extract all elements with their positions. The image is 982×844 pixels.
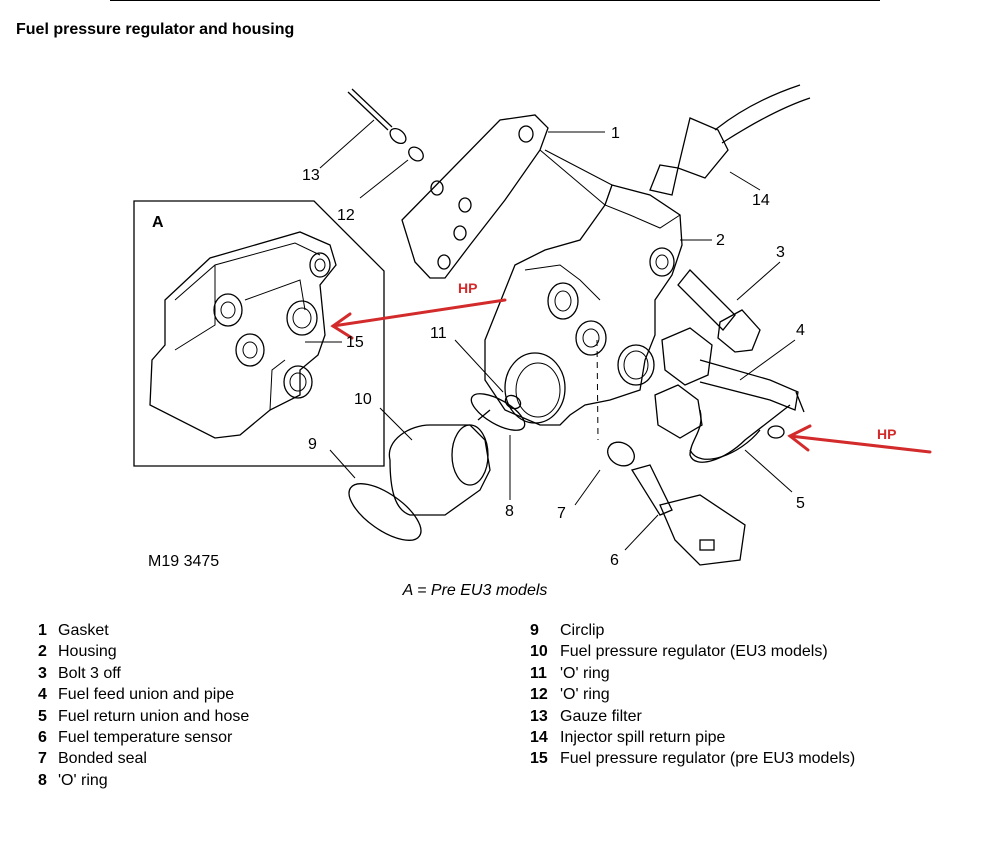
legend-item: 15 Fuel pressure regulator (pre EU3 model…: [530, 748, 855, 769]
legend-left: 1 Gasket 2 Housing 3 Bolt 3 off 4 Fuel feed …: [38, 620, 249, 791]
inset-a: [133, 200, 385, 467]
legend-item: 11 'O' ring: [530, 663, 855, 684]
legend-label: Bonded seal: [58, 750, 147, 768]
legend-label: Injector spill return pipe: [560, 729, 726, 747]
gauze-filter-part: [347, 88, 424, 162]
legend-num: 6: [38, 729, 47, 747]
callout-10: 10: [354, 391, 372, 408]
legend-item: 9 Circlip: [530, 620, 855, 641]
callout-14: 14: [752, 192, 770, 209]
legend-right: 9 Circlip 10 Fuel pressure regulator (EU3 …: [530, 620, 855, 770]
figure-ref-code: M19 3475: [148, 553, 219, 570]
legend-num: 15: [530, 750, 548, 768]
legend-num: 12: [530, 686, 548, 704]
legend-item: 10 Fuel pressure regulator (EU3 models): [530, 641, 855, 662]
callout-4: 4: [796, 322, 805, 339]
callout-9: 9: [308, 436, 317, 453]
figure-caption: A = Pre EU3 models: [402, 582, 548, 599]
legend-item: 6 Fuel temperature sensor: [38, 727, 249, 748]
spill-pipe-part: [649, 84, 811, 196]
callout-12: 12: [337, 207, 355, 224]
legend-num: 13: [530, 707, 548, 725]
legend-item: 1 Gasket: [38, 620, 249, 641]
gasket-part: [401, 114, 549, 279]
legend-num: 2: [38, 643, 47, 661]
legend-item: 14 Injector spill return pipe: [530, 727, 855, 748]
legend-label: 'O' ring: [560, 686, 610, 704]
callout-8: 8: [505, 503, 514, 520]
hp-label-left: HP: [458, 280, 477, 296]
inset-label: A: [152, 214, 164, 231]
callout-6: 6: [610, 552, 619, 569]
legend-label: Gasket: [58, 622, 109, 639]
callout-2: 2: [716, 232, 725, 249]
housing-part: [484, 184, 683, 426]
leader-lines: [319, 119, 796, 551]
hp-label-right: HP: [877, 426, 896, 442]
legend-num: 10: [530, 643, 548, 661]
legend-label: 'O' ring: [58, 771, 108, 789]
top-rule: [110, 0, 880, 1]
legend-item: 13 Gauze filter: [530, 706, 855, 727]
legend-num: 5: [38, 707, 47, 725]
callout-13: 13: [302, 167, 320, 184]
legend-item: 12 'O' ring: [530, 684, 855, 705]
callout-11: 11: [430, 325, 447, 342]
legend-num: 9: [530, 622, 539, 639]
legend-num: 7: [38, 750, 47, 768]
legend-label: Bolt 3 off: [58, 664, 121, 682]
legend-num: 4: [38, 686, 47, 704]
legend-num: 11: [530, 664, 547, 682]
legend-item: 4 Fuel feed union and pipe: [38, 684, 249, 705]
legend-label: Circlip: [560, 622, 605, 639]
legend-num: 8: [38, 771, 47, 789]
feed-union-part: [661, 327, 805, 413]
legend-label: Fuel pressure regulator (EU3 models): [560, 643, 828, 661]
page-title: Fuel pressure regulator and housing: [16, 21, 295, 38]
legend-label: Gauze filter: [560, 707, 642, 725]
legend-label: Fuel temperature sensor: [58, 729, 233, 747]
legend-label: 'O' ring: [560, 664, 610, 682]
legend-label: Fuel feed union and pipe: [58, 686, 235, 704]
regulator-part: [348, 393, 526, 541]
legend-item: 8 'O' ring: [38, 770, 249, 791]
legend-label: Fuel return union and hose: [58, 707, 250, 725]
legend-item: 3 Bolt 3 off: [38, 663, 249, 684]
legend-item: 7 Bonded seal: [38, 748, 249, 769]
return-union-part: [654, 384, 791, 463]
legend-item: 2 Housing: [38, 641, 249, 662]
legend-item: 5 Fuel return union and hose: [38, 706, 249, 727]
legend-num: 1: [38, 622, 47, 639]
legend-num: 14: [530, 729, 548, 747]
callout-7: 7: [557, 505, 566, 522]
temp-sensor-part: [607, 441, 746, 566]
legend-label: Fuel pressure regulator (pre EU3 models): [560, 750, 856, 768]
legend-num: 3: [38, 664, 47, 682]
exploded-diagram: 1 2 3 4 5 6 7 8 9 10 11 12 13 14 15 A M1…: [133, 84, 932, 570]
hp-arrows: [330, 298, 932, 454]
bolt-part: [677, 269, 761, 353]
callout-1: 1: [611, 125, 620, 142]
callouts: 1 2 3 4 5 6 7 8 9 10 11 12 13 14 15 A M1…: [148, 125, 896, 570]
legend-label: Housing: [58, 643, 117, 661]
callout-3: 3: [776, 244, 785, 261]
callout-5: 5: [796, 495, 805, 512]
callout-15: 15: [346, 334, 364, 351]
